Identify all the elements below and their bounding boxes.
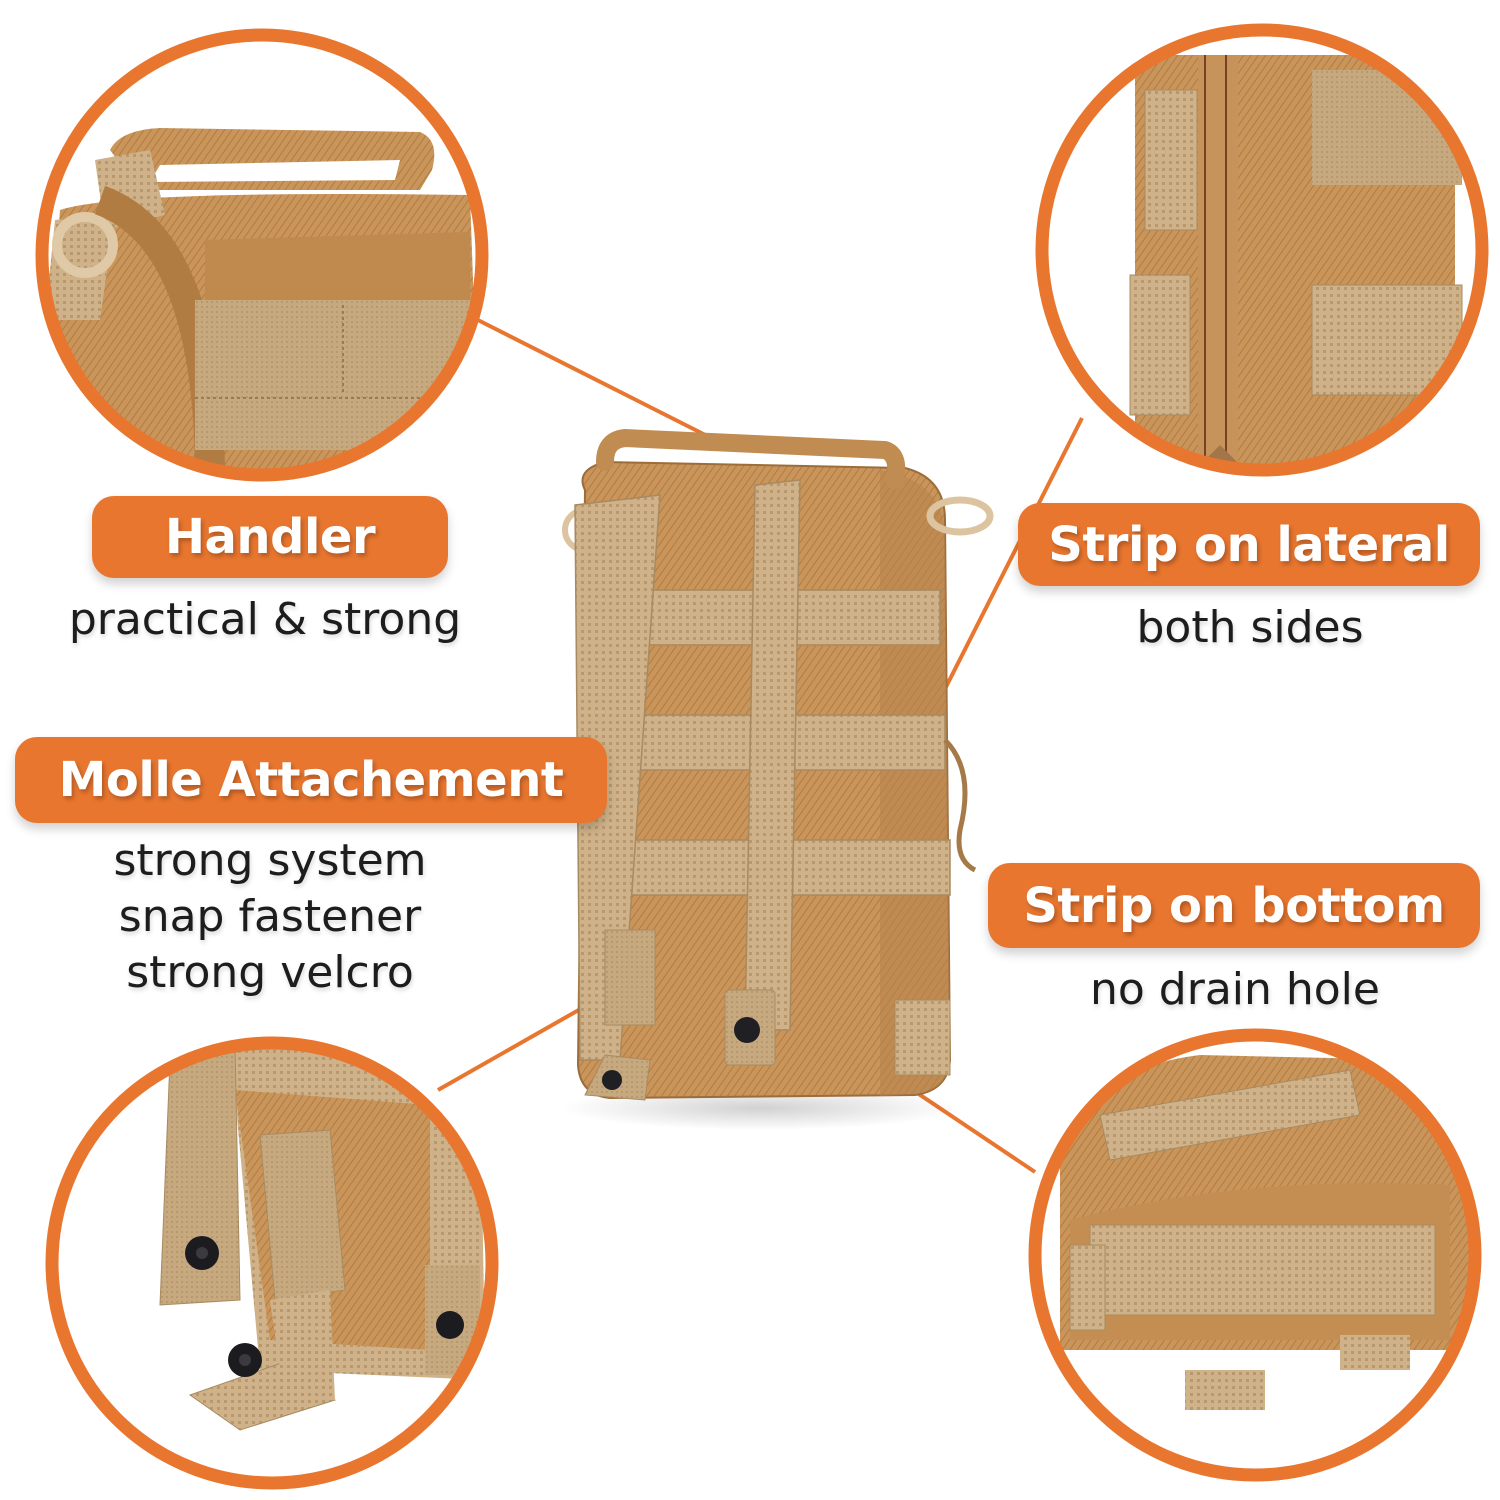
feature-title-molle: Molle Attachement [58, 752, 564, 808]
detail-circle-lateral [1035, 23, 1489, 477]
callout-line-handler [467, 313, 736, 452]
feature-subtitle-molle: strong system snap fastener strong velcr… [113, 835, 427, 998]
detail-ring-molle [45, 1036, 499, 1490]
feature-subtitle-bottom: no drain hole [1090, 964, 1380, 1015]
feature-title-lateral: Strip on lateral [1048, 516, 1450, 573]
product-bag-image [560, 428, 994, 1130]
feature-badge-handler: Handler [92, 496, 448, 578]
feature-subtitle-lateral: both sides [1136, 602, 1364, 653]
detail-ring-bottom [1028, 1028, 1482, 1482]
feature-badge-bottom: Strip on bottom [988, 863, 1480, 948]
feature-subtitle-handler: practical & strong [68, 594, 462, 645]
detail-circle-bottom [1028, 1028, 1482, 1482]
feature-title-handler: Handler [164, 509, 376, 565]
detail-circle-molle [45, 1036, 499, 1490]
detail-ring-handler [35, 28, 489, 482]
feature-badge-lateral: Strip on lateral [1018, 503, 1480, 586]
feature-badge-molle: Molle Attachement [15, 737, 607, 823]
feature-title-bottom: Strip on bottom [1023, 877, 1445, 934]
detail-circle-handler [35, 28, 489, 482]
detail-ring-lateral [1035, 23, 1489, 477]
